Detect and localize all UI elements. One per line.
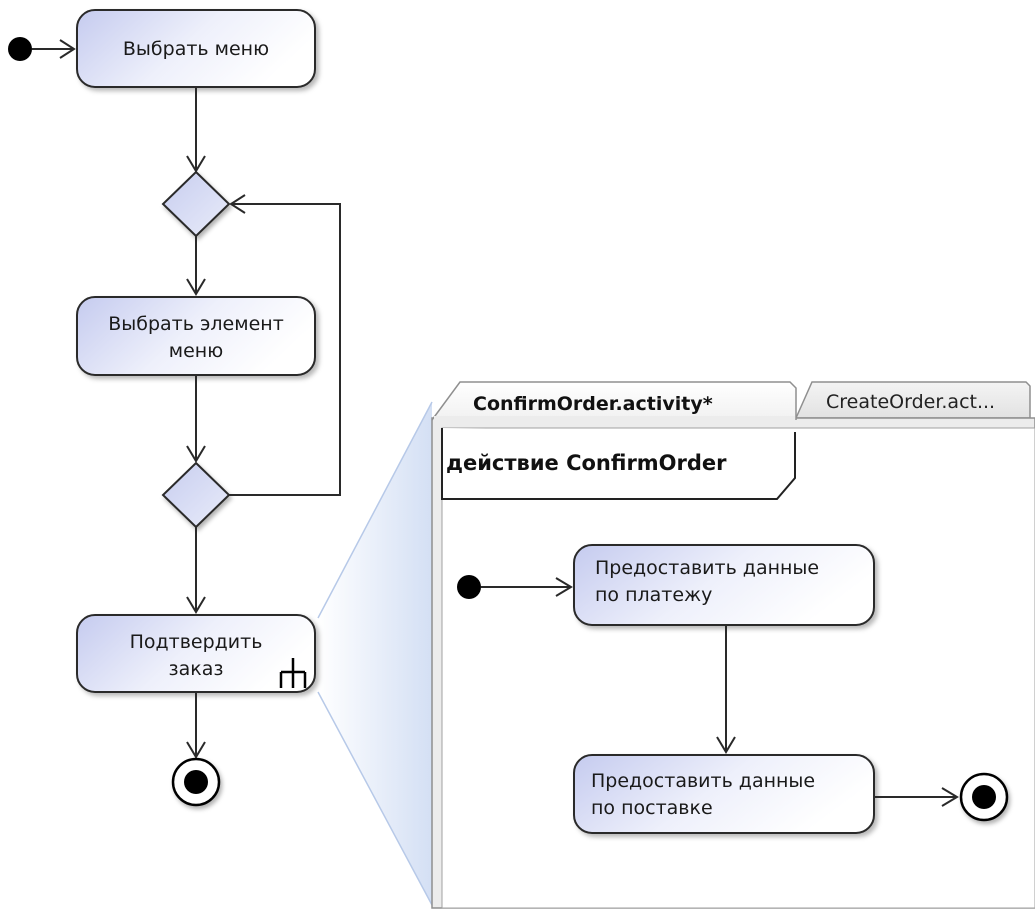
flow-initial-to-choose-menu[interactable] — [32, 39, 76, 59]
action-confirm-label-line1: Подтвердить — [130, 631, 263, 653]
final-node[interactable] — [171, 757, 221, 807]
flow-loop-back[interactable] — [229, 194, 341, 496]
tab-create-order[interactable]: CreateOrder.act... — [794, 381, 1031, 419]
action-choose-menu-label: Выбрать меню — [123, 38, 269, 60]
flow-decision-to-confirm[interactable] — [186, 527, 206, 614]
flow-inner-initial-to-payment[interactable] — [481, 577, 573, 597]
tab-confirm-order[interactable]: ConfirmOrder.activity* — [431, 381, 797, 424]
action-provide-delivery-data[interactable]: Предоставить данные по поставке — [573, 754, 875, 834]
activity-frame-header: действие ConfirmOrder — [441, 428, 796, 500]
action-payment-label-line2: по платежу — [595, 584, 712, 606]
action-choose-item-label-line1: Выбрать элемент — [108, 313, 284, 335]
action-choose-menu[interactable]: Выбрать меню — [76, 9, 316, 88]
decision-node-bottom[interactable] — [161, 461, 231, 529]
initial-node[interactable] — [8, 37, 32, 61]
flow-decision-to-choose-item[interactable] — [186, 236, 206, 296]
action-confirm-label-line2: заказ — [169, 658, 224, 680]
action-choose-item-label-line2: меню — [169, 340, 223, 362]
activity-frame-title: действие ConfirmOrder — [446, 451, 727, 475]
tab-confirm-order-label: ConfirmOrder.activity* — [473, 393, 713, 415]
inner-final-node[interactable] — [959, 772, 1009, 822]
tab-create-order-label: CreateOrder.act... — [826, 391, 995, 413]
call-behavior-rake-icon — [279, 658, 307, 688]
action-delivery-label-line1: Предоставить данные — [591, 770, 815, 792]
action-delivery-label-line2: по поставке — [591, 797, 713, 819]
editor-panel: CreateOrder.act... ConfirmOrder.activity… — [431, 381, 1035, 909]
action-provide-payment-data[interactable]: Предоставить данные по платежу — [573, 544, 875, 626]
action-payment-label-line1: Предоставить данные — [595, 557, 819, 579]
inner-initial-node[interactable] — [457, 575, 481, 599]
flow-delivery-to-final[interactable] — [874, 787, 959, 807]
flow-choose-item-to-decision[interactable] — [186, 375, 206, 463]
zoom-projection — [318, 402, 432, 905]
zoom-edge-bottom — [317, 691, 433, 906]
flow-choose-menu-to-decision[interactable] — [186, 87, 206, 173]
decision-node-top[interactable] — [161, 170, 231, 238]
action-choose-menu-item[interactable]: Выбрать элемент меню — [76, 296, 316, 376]
action-confirm-order[interactable]: Подтвердить заказ — [76, 614, 316, 693]
flow-confirm-to-final[interactable] — [186, 692, 206, 759]
flow-payment-to-delivery[interactable] — [716, 625, 736, 754]
zoom-edge-top — [317, 401, 433, 619]
